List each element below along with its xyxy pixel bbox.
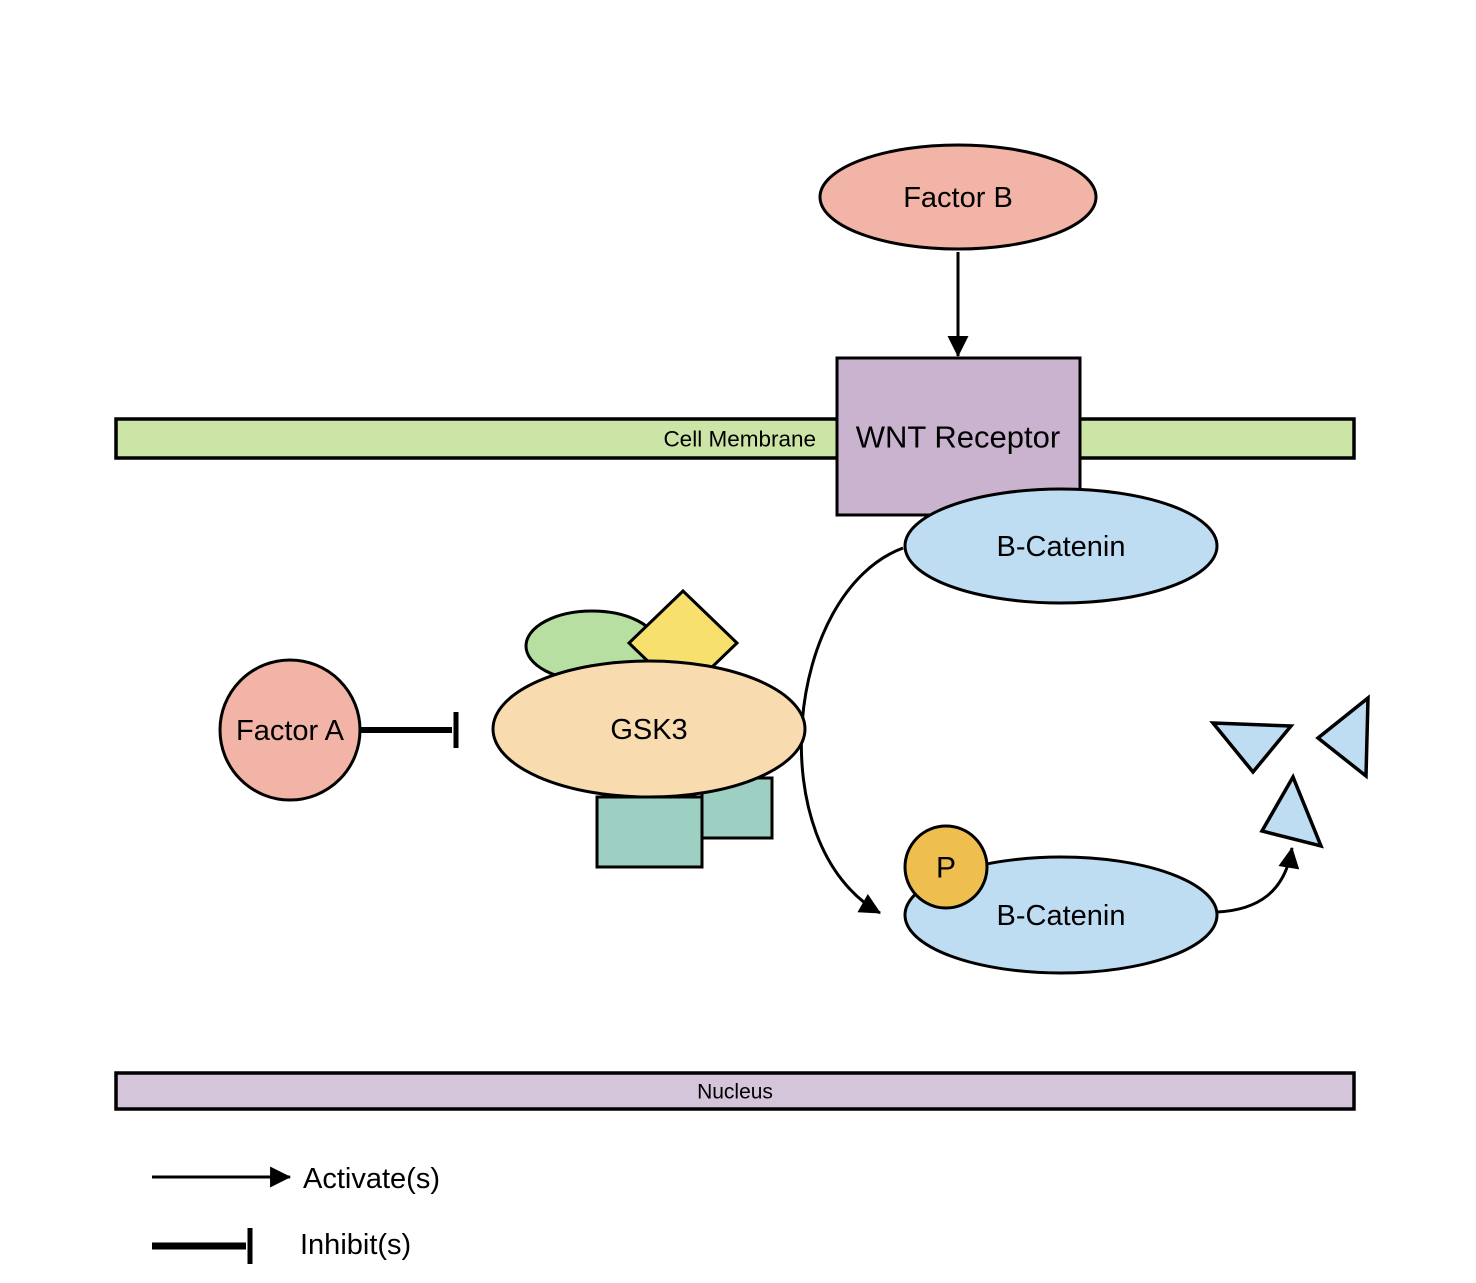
legend: Activate(s) Inhibit(s) <box>152 1163 440 1264</box>
cell-membrane-bar <box>114 417 1356 460</box>
phosphate-badge <box>903 824 989 910</box>
degradation-arrow <box>1216 846 1300 914</box>
b-catenin-membrane-node <box>903 487 1219 605</box>
wnt-receptor-label: WNT Receptor <box>856 420 1060 455</box>
gsk3-complex: GSK3 <box>491 588 807 869</box>
nucleus-bar <box>114 1071 1356 1111</box>
nucleus-label: Nucleus <box>697 1081 773 1104</box>
degradation-fragment-left-triangle <box>1315 694 1370 780</box>
factor-b-label: Factor B <box>903 182 1013 214</box>
cell-membrane-label: Cell Membrane <box>663 427 816 452</box>
gsk3-node <box>491 659 807 799</box>
degradation-fragment-up-triangle <box>1259 773 1324 849</box>
factor-a-node <box>218 658 362 802</box>
b-catenin-phospho-label: B-Catenin <box>997 900 1126 932</box>
factor-b-node <box>818 143 1098 251</box>
gsk3-to-bcatenin-arrow <box>799 546 904 915</box>
phosphate-label: P <box>936 852 956 885</box>
b-catenin-membrane-label: B-Catenin <box>997 531 1126 563</box>
gsk3-subunit-teal-rect-left <box>595 795 704 869</box>
gsk3-label: GSK3 <box>610 714 687 746</box>
legend-inhibit-label: Inhibit(s) <box>300 1229 411 1261</box>
factor-a-label: Factor A <box>236 715 345 747</box>
degradation-fragment-down-triangle <box>1209 721 1295 775</box>
legend-activate-label: Activate(s) <box>303 1163 440 1195</box>
